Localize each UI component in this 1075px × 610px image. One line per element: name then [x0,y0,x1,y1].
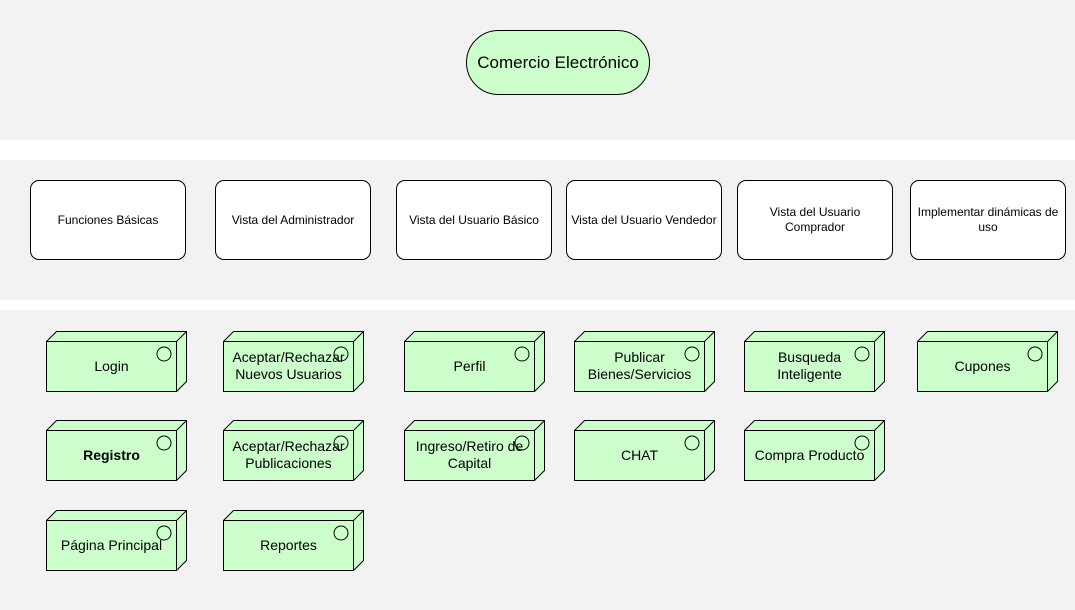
circle-icon [156,525,172,541]
node-cupones[interactable]: Cupones [917,331,1058,392]
circle-icon [514,346,530,362]
node-label: Compra Producto [754,446,865,463]
3d-box-icon [744,331,885,392]
3d-box-icon [223,420,364,481]
3d-box-icon [223,331,364,392]
category-vista-usuario-vendedor[interactable]: Vista del Usuario Vendedor [566,180,722,260]
3d-box-icon [404,331,545,392]
root-node[interactable]: Comercio Electrónico [466,30,650,95]
node-label: Ingreso/Retiro de Capital [415,438,524,471]
node-perfil[interactable]: Perfil [404,331,545,392]
circle-icon [156,435,172,451]
node-registro[interactable]: Registro [46,420,187,481]
3d-box-icon [404,420,545,481]
3d-box-icon [46,510,187,571]
circle-icon [854,435,870,451]
category-funciones-basicas[interactable]: Funciones Básicas [30,180,186,260]
circle-icon [684,346,700,362]
node-label: Aceptar/Rechazar Publicaciones [232,438,345,471]
node-pagina-principal[interactable]: Página Principal [46,510,187,571]
node-label: Busqueda Inteligente [777,349,842,382]
circle-icon [514,435,530,451]
node-label: Login [94,357,129,374]
circle-icon [1027,346,1043,362]
circle-icon [333,525,349,541]
node-label: Publicar Bienes/Servicios [587,349,692,382]
circle-icon [854,346,870,362]
node-ingreso-retiro-capital[interactable]: Ingreso/Retiro de Capital [404,420,545,481]
category-dinamicas-de-uso[interactable]: Implementar dinámicas de uso [910,180,1066,260]
node-compra-producto[interactable]: Compra Producto [744,420,885,481]
node-aceptar-nuevos-usuarios[interactable]: Aceptar/Rechazar Nuevos Usuarios [223,331,364,392]
node-aceptar-publicaciones[interactable]: Aceptar/Rechazar Publicaciones [223,420,364,481]
circle-icon [156,346,172,362]
3d-box-icon [574,420,715,481]
node-label: Cupones [954,357,1011,374]
node-label: Aceptar/Rechazar Nuevos Usuarios [232,349,345,382]
3d-box-icon [223,510,364,571]
category-vista-usuario-basico[interactable]: Vista del Usuario Básico [396,180,552,260]
node-label: Perfil [453,357,486,374]
3d-box-icon [744,420,885,481]
3d-box-icon [46,420,187,481]
node-chat[interactable]: CHAT [574,420,715,481]
node-busqueda-inteligente[interactable]: Busqueda Inteligente [744,331,885,392]
node-label: Reportes [260,536,317,553]
category-vista-administrador[interactable]: Vista del Administrador [215,180,371,260]
3d-box-icon [917,331,1058,392]
3d-box-icon [46,331,187,392]
category-vista-usuario-comprador[interactable]: Vista del Usuario Comprador [737,180,893,260]
node-login[interactable]: Login [46,331,187,392]
node-publicar-bienes-servicios[interactable]: Publicar Bienes/Servicios [574,331,715,392]
node-reportes[interactable]: Reportes [223,510,364,571]
3d-box-icon [574,331,715,392]
node-label: Registro [83,446,140,463]
node-label: CHAT [620,446,659,463]
circle-icon [684,435,700,451]
node-label: Página Principal [60,536,163,553]
circle-icon [333,435,349,451]
circle-icon [333,346,349,362]
